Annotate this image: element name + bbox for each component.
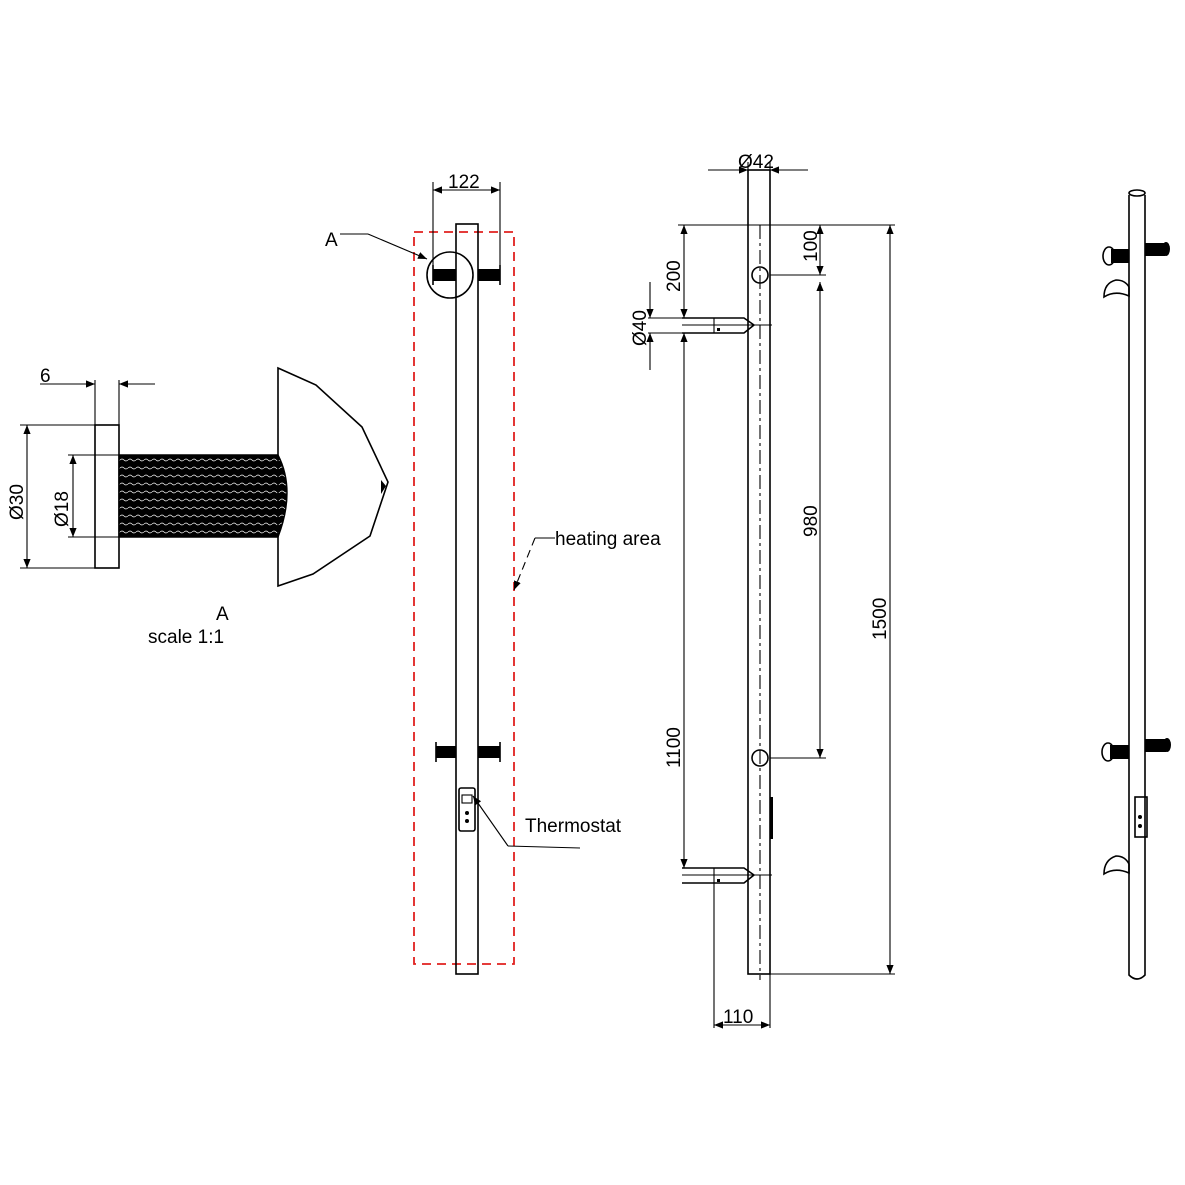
perspective-fixing-bottom-left: [1101, 742, 1129, 762]
side-fixing-hole-bottom: [751, 749, 769, 767]
side-view: Ø42 100 200 Ø40 980 1100 1500 110: [630, 152, 895, 1029]
thermostat-leader: [472, 795, 509, 847]
dim-100-text: 100: [801, 230, 822, 262]
side-tube: [747, 169, 771, 975]
front-fixing-top-right: [478, 265, 501, 285]
dim-42-text: Ø42: [738, 152, 774, 173]
detail-view-a: 6 Ø30 Ø18 A scale 1:1: [7, 366, 389, 648]
thermostat-leader-h: [507, 845, 581, 849]
detail-cap: [277, 366, 389, 588]
side-bracket-top: [682, 317, 772, 334]
thermostat-label: Thermostat: [525, 816, 622, 837]
callout-a-leader: [367, 233, 428, 260]
callout-a-label: A: [325, 230, 338, 251]
perspective-view: [1101, 189, 1171, 980]
detail-threaded-stud: [118, 454, 288, 538]
perspective-bracket-bottom: [1103, 855, 1130, 876]
dim-40-text: Ø40: [630, 310, 651, 346]
front-fixing-bottom-right: [478, 742, 501, 762]
thermostat-box: [458, 787, 476, 832]
detail-scale: scale 1:1: [148, 627, 224, 648]
detail-flange: [94, 424, 120, 569]
detail-a-circle: [426, 251, 474, 299]
dim-200-text: 200: [664, 260, 685, 292]
perspective-tube-top: [1128, 189, 1146, 197]
dim-110-text: 110: [723, 1007, 753, 1028]
side-fixing-hole-top: [751, 266, 769, 284]
perspective-fixing-top-left: [1102, 246, 1129, 266]
perspective-fixing-top-right: [1145, 242, 1170, 256]
front-tube: [455, 223, 479, 975]
front-fixing-bottom-left: [435, 742, 456, 762]
front-fixing-top-left: [432, 265, 456, 285]
dim-122-text: 122: [448, 172, 480, 193]
heating-area-label: heating area: [555, 529, 661, 550]
dim-6-text: 6: [40, 366, 51, 387]
side-thermostat: [770, 797, 773, 839]
dim-1500-text: 1500: [870, 598, 891, 640]
dim-30-text: Ø30: [7, 484, 28, 520]
perspective-bracket-top: [1103, 279, 1130, 299]
dim-980-text: 980: [801, 505, 822, 537]
heating-area-leader: [513, 537, 536, 591]
front-view: 122 A heating area Thermostat: [325, 172, 661, 975]
heating-area-outline: [413, 231, 515, 965]
detail-cap-notch: [381, 480, 386, 494]
perspective-thermostat: [1134, 796, 1148, 838]
detail-title: A: [216, 604, 229, 625]
dim-1100-text: 1100: [664, 727, 685, 768]
perspective-fixing-bottom-right: [1145, 738, 1171, 752]
dim-18-text: Ø18: [52, 491, 73, 527]
side-bracket-bottom: [682, 867, 772, 884]
perspective-tube: [1128, 195, 1146, 980]
